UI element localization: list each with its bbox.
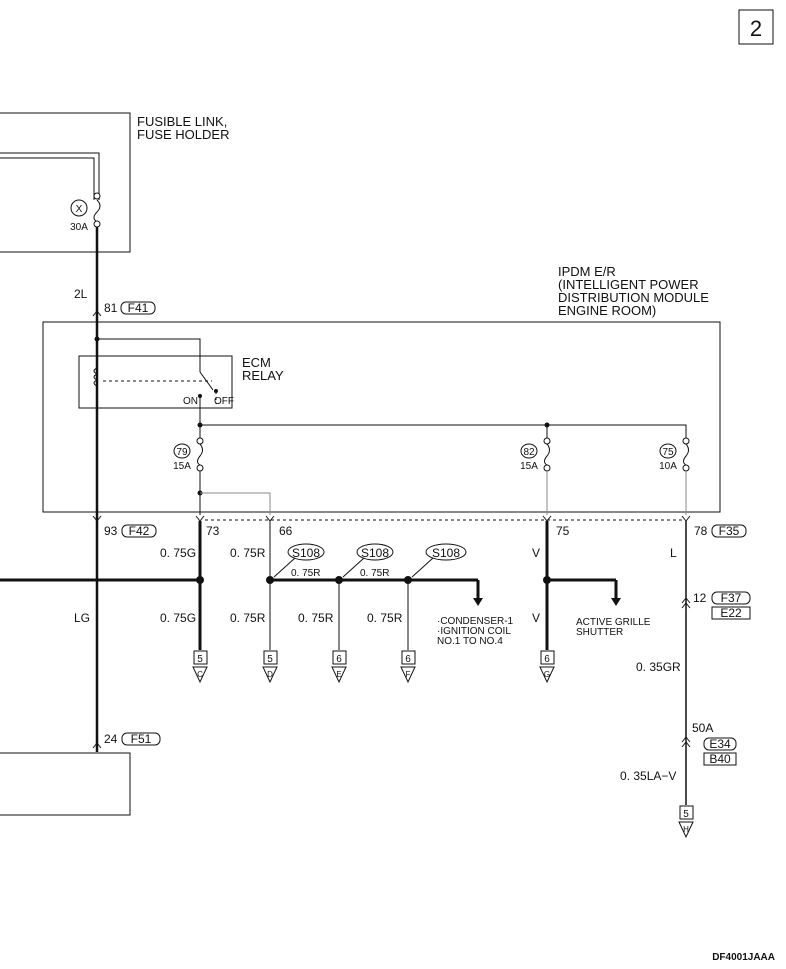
svg-text:15A: 15A <box>173 461 191 472</box>
terminal-81-pin: 81 <box>104 301 118 315</box>
terminal-93-connector: F42 <box>129 524 150 538</box>
page-ref-c[interactable]: 5 C <box>192 650 208 684</box>
splice-s108-3: S108 <box>411 543 467 578</box>
page-ref-f[interactable]: 6 F <box>400 650 416 684</box>
active-grille-label: ACTIVE GRILLE <box>576 617 651 628</box>
terminal-81-connector: F41 <box>128 301 149 315</box>
svg-text:C: C <box>197 670 203 679</box>
ipdm-box <box>42 321 721 513</box>
terminal-75: 75 <box>556 524 570 538</box>
relay-on-label: ON <box>183 396 198 407</box>
svg-text:6: 6 <box>405 654 411 665</box>
wire-035gr: 0. 35GR <box>636 660 681 674</box>
svg-text:10A: 10A <box>659 461 677 472</box>
terminal-78-pin: 78 <box>694 524 708 538</box>
wire-075r-top: 0. 75R <box>230 546 266 560</box>
wire-075r-2: 0. 75R <box>298 611 334 625</box>
terminal-24-pin: 24 <box>104 732 118 746</box>
ipdm-line4: ENGINE ROOM) <box>558 303 656 318</box>
fuse-75: 75 10A <box>659 437 690 472</box>
shutter-label: SHUTTER <box>576 627 623 638</box>
svg-text:5: 5 <box>267 654 273 665</box>
wire-v-bottom: V <box>532 611 540 625</box>
svg-text:F: F <box>406 670 411 679</box>
jc-50a-connector1: E34 <box>709 737 731 751</box>
fuse-id: X <box>76 204 83 215</box>
svg-text:S108: S108 <box>292 546 320 560</box>
terminal-93-pin: 93 <box>104 524 118 538</box>
fuse-id-badge <box>70 199 88 217</box>
svg-text:6: 6 <box>336 654 342 665</box>
relay-label: RELAY <box>242 368 284 383</box>
page-ref-d[interactable]: 5 D <box>262 650 278 684</box>
svg-text:S108: S108 <box>432 546 460 560</box>
terminal-24-connector: F51 <box>131 732 152 746</box>
coil-range-label: NO.1 TO NO.4 <box>437 636 503 647</box>
condenser-label: ·CONDENSER-1 <box>437 616 514 627</box>
doc-code: DF4001JAAA <box>712 952 775 963</box>
svg-text:5: 5 <box>197 654 203 665</box>
wire-075r-1: 0. 75R <box>230 611 266 625</box>
svg-text:H: H <box>683 825 689 834</box>
terminal-73: 73 <box>206 524 220 538</box>
terminal-78-connector: F35 <box>719 524 740 538</box>
splice-s108-1: S108 <box>273 543 325 578</box>
wire-l: L <box>670 546 677 560</box>
fuse-holder-label: FUSE HOLDER <box>137 127 229 142</box>
wire-075g-top: 0. 75G <box>160 546 196 560</box>
jc-12-connector1: F37 <box>721 591 742 605</box>
ipdm-title: IPDM E/R <box>558 264 616 279</box>
splice-s108-2: S108 <box>342 543 394 578</box>
jc-12-connector2: E22 <box>720 606 742 620</box>
ipdm-line2: (INTELLIGENT POWER <box>558 277 699 292</box>
wire-075r-3: 0. 75R <box>367 611 403 625</box>
wire-2l-label: 2L <box>74 287 88 301</box>
splice-wire-2: 0. 75R <box>360 568 389 579</box>
ecm-box <box>0 752 131 816</box>
page-number: 2 <box>750 16 762 41</box>
wire-075g-bottom: 0. 75G <box>160 611 196 625</box>
fuse-79: 79 15A <box>173 437 204 472</box>
jc-12-pin: 12 <box>693 591 707 605</box>
svg-text:79: 79 <box>176 447 188 458</box>
svg-text:G: G <box>544 670 550 679</box>
jc-50a-connector2: B40 <box>709 752 731 766</box>
svg-text:D: D <box>267 670 273 679</box>
splice-wire-1: 0. 75R <box>291 568 320 579</box>
wire-lg: LG <box>74 611 90 625</box>
wire-035la-v: 0. 35LA−V <box>620 769 676 783</box>
svg-text:75: 75 <box>662 447 674 458</box>
ecm-relay: ON OFF <box>78 336 234 425</box>
fusible-link-label: FUSIBLE LINK, <box>137 114 227 129</box>
fusible-link-box: X 30A <box>0 112 131 253</box>
terminal-66: 66 <box>279 524 293 538</box>
svg-text:6: 6 <box>544 654 550 665</box>
relay-off-label: OFF <box>214 396 234 407</box>
page-number-box: 2 <box>738 9 774 45</box>
svg-text:S108: S108 <box>361 546 389 560</box>
fuse-rating: 30A <box>70 222 88 233</box>
page-ref-e[interactable]: 6 E <box>331 650 347 684</box>
svg-text:5: 5 <box>683 809 689 820</box>
jc-50a-pin: 50A <box>692 721 713 735</box>
fuse-82: 82 15A <box>520 437 551 472</box>
page-ref-h[interactable]: 5 H <box>678 805 694 839</box>
ecm-relay-label: ECM <box>242 355 271 370</box>
svg-text:82: 82 <box>523 447 535 458</box>
ipdm-line3: DISTRIBUTION MODULE <box>558 290 709 305</box>
page-ref-g[interactable]: 6 G <box>539 650 555 684</box>
svg-text:E: E <box>336 670 341 679</box>
svg-text:15A: 15A <box>520 461 538 472</box>
wire-v-top: V <box>532 546 540 560</box>
ignition-coil-label: ·IGNITION COIL <box>437 626 511 637</box>
